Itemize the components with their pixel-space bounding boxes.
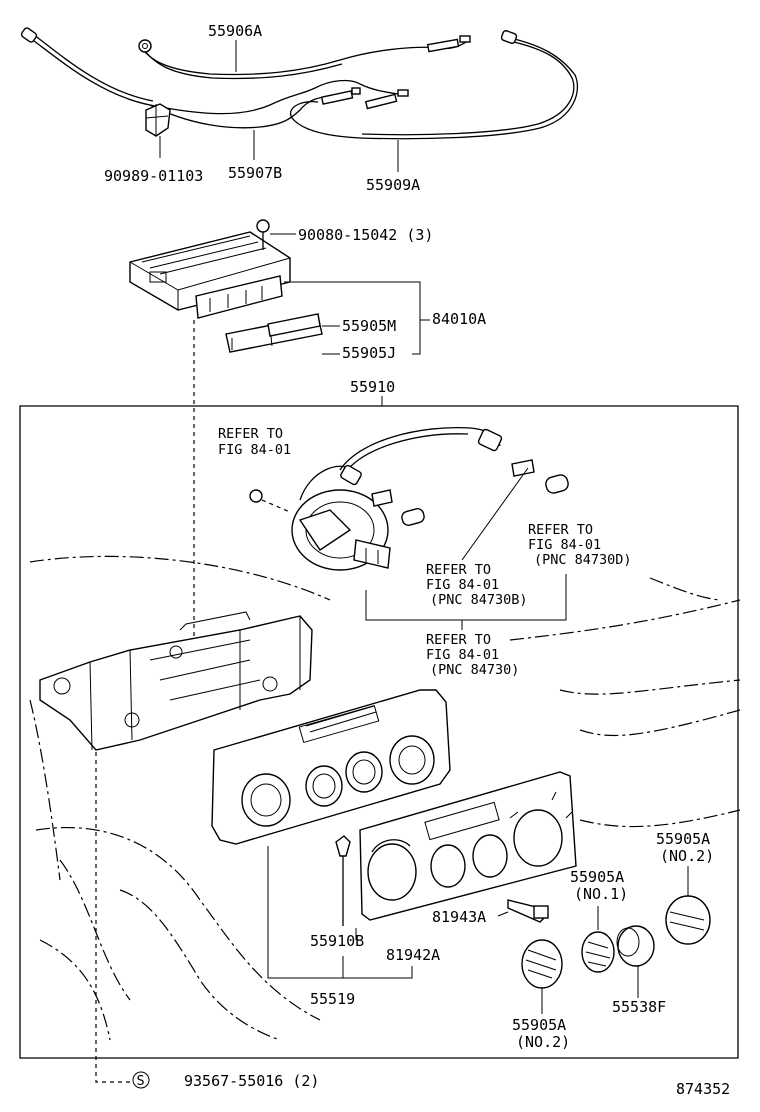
refer-note-d-line1: REFER TO — [528, 522, 593, 538]
bulb-2 — [401, 508, 425, 526]
refer-note-c-line1: REFER TO — [426, 632, 491, 648]
cable-adjuster-1 — [426, 35, 471, 53]
vent-dial-2 — [305, 765, 343, 807]
face-dial-temp — [367, 839, 417, 901]
label-55910: 55910 — [350, 378, 395, 396]
knob-55905A-no2-top — [665, 895, 711, 945]
standard-part-symbol: S — [132, 1071, 150, 1089]
diagram-number: 874352 — [676, 1080, 730, 1098]
cable-adjuster-3 — [364, 89, 409, 110]
refer-note-d-line2: FIG 84-01 — [528, 537, 601, 553]
label-55538F: 55538F — [612, 998, 666, 1016]
label-81943A: 81943A — [432, 908, 486, 926]
face-dial-mode — [509, 791, 573, 867]
control-cables — [20, 27, 579, 140]
assembly-box-55910 — [19, 405, 739, 1059]
label-55905A-bottom-no: (NO.2) — [516, 1033, 570, 1051]
control-unit-84010A — [129, 219, 291, 319]
bulb-1 — [371, 489, 393, 507]
knob-55905A-no1 — [581, 931, 615, 973]
label-90080: 90080-15042 (3) — [298, 226, 433, 244]
label-90989: 90989-01103 — [104, 167, 203, 185]
blower-switch-assembly — [249, 426, 569, 571]
refer-note-1-line2: FIG 84-01 — [218, 442, 291, 458]
refer-note-c-line3: (PNC 84730) — [430, 662, 519, 678]
label-55907B: 55907B — [228, 164, 282, 182]
knob-55905A-no2-bottom — [521, 939, 563, 989]
label-55910B: 55910B — [310, 932, 364, 950]
vent-dial-1 — [241, 773, 291, 827]
screw-refer — [249, 489, 291, 513]
refer-note-c-line2: FIG 84-01 — [426, 647, 499, 663]
refer-note-b-line2: FIG 84-01 — [426, 577, 499, 593]
control-panel-81942A — [211, 689, 451, 845]
face-dial-2 — [430, 844, 466, 888]
label-55519: 55519 — [310, 990, 355, 1008]
part-labels: 55906A 90989-01103 55907B 55909A 90080-1… — [104, 22, 730, 1098]
label-55905M: 55905M — [342, 317, 396, 335]
label-55905A-mid: 55905A — [570, 868, 624, 886]
label-55905A-mid-no: (NO.1) — [574, 885, 628, 903]
leader-lines — [159, 40, 689, 1014]
face-dial-3 — [472, 834, 508, 878]
refer-note-1-line1: REFER TO — [218, 426, 283, 442]
label-55905J: 55905J — [342, 344, 396, 362]
slide-knobs — [225, 313, 323, 353]
screw-90080 — [256, 219, 270, 250]
vent-dial-4 — [389, 735, 435, 785]
bulb-3 — [511, 459, 535, 477]
cable-end-right — [500, 30, 518, 44]
face-plate — [359, 771, 577, 921]
label-55906A: 55906A — [208, 22, 262, 40]
dashboard-outline — [29, 555, 741, 1041]
label-84010A: 84010A — [432, 310, 486, 328]
label-55905A-top: 55905A — [656, 830, 710, 848]
bulb-81943A — [507, 899, 549, 923]
bulb-4 — [545, 474, 569, 494]
label-81942A: 81942A — [386, 946, 440, 964]
mounting-bracket — [39, 611, 313, 751]
clip-55910B — [335, 835, 351, 926]
refer-note-d-line3: (PNC 84730D) — [534, 552, 632, 568]
vent-dial-3 — [345, 751, 383, 793]
refer-note-b-line3: (PNC 84730B) — [430, 592, 528, 608]
label-93567: 93567-55016 (2) — [184, 1072, 319, 1090]
label-55909A: 55909A — [366, 176, 420, 194]
cable-adjuster-2 — [320, 87, 361, 105]
cable-end-left — [20, 27, 38, 43]
refer-note-b-line1: REFER TO — [426, 562, 491, 578]
cable-clip — [145, 103, 171, 137]
label-55905A-top-no: (NO.2) — [660, 847, 714, 865]
knob-55538F — [616, 925, 655, 967]
label-55905A-bottom: 55905A — [512, 1016, 566, 1034]
standard-part-letter: S — [137, 1073, 145, 1089]
cable-end-55906 — [138, 39, 152, 53]
